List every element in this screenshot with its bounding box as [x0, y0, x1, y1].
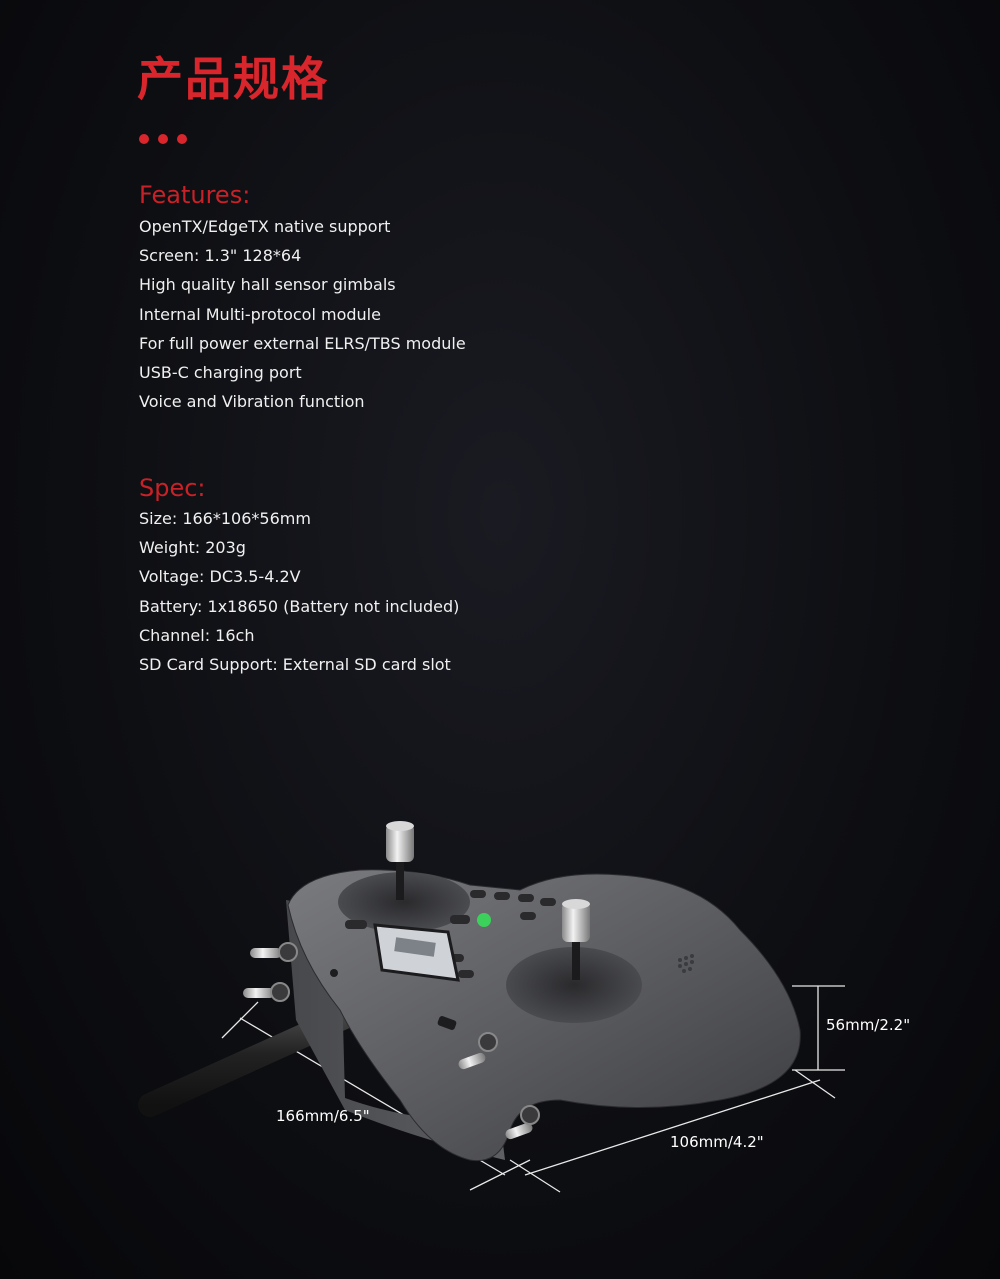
- list-item: Size: 166*106*56mm: [139, 509, 311, 528]
- transmitter-image: 166mm/6.5" 106mm/4.2" 56mm/2.2": [138, 821, 910, 1193]
- list-item: SD Card Support: External SD card slot: [139, 654, 451, 674]
- list-item: Channel: 16ch: [139, 625, 255, 645]
- product-illustration: 166mm/6.5" 106mm/4.2" 56mm/2.2": [0, 780, 1000, 1220]
- dimension-height: [792, 985, 845, 1071]
- list-item: Battery: 1x18650 (Battery not included): [139, 596, 460, 616]
- features-list: OpenTX/EdgeTX native support Screen: 1.3…: [139, 212, 466, 416]
- spec-heading: Spec:: [139, 474, 206, 502]
- list-item: Voltage: DC3.5-4.2V: [139, 567, 301, 587]
- dimension-length-label: 166mm/6.5": [276, 1107, 370, 1125]
- dimension-width-label: 106mm/4.2": [670, 1133, 764, 1151]
- list-item: USB-C charging port: [139, 362, 302, 382]
- list-item: High quality hall sensor gimbals: [139, 275, 396, 295]
- dimension-height-label: 56mm/2.2": [826, 1016, 910, 1034]
- list-item: Voice and Vibration function: [139, 392, 365, 412]
- list-item: Screen: 1.3" 128*64: [139, 246, 302, 266]
- list-item: Weight: 203g: [139, 538, 246, 558]
- power-led-icon: [477, 913, 491, 927]
- dimension-width: [509, 1069, 836, 1193]
- dot-icon: [158, 134, 168, 144]
- spec-list: Size: 166*106*56mm Weight: 203g Voltage:…: [139, 504, 459, 679]
- list-item: OpenTX/EdgeTX native support: [139, 217, 391, 236]
- lcd-screen: [373, 923, 460, 982]
- list-item: For full power external ELRS/TBS module: [139, 333, 466, 353]
- page-title: 产品规格: [137, 52, 329, 106]
- decorative-dots: [139, 134, 187, 144]
- side-switches: [243, 942, 540, 1140]
- speaker-grille: [678, 954, 694, 973]
- list-item: Internal Multi-protocol module: [139, 304, 381, 324]
- dot-icon: [139, 134, 149, 144]
- right-stick: [562, 899, 590, 980]
- left-stick: [386, 821, 414, 900]
- features-heading: Features:: [139, 181, 251, 209]
- dot-icon: [177, 134, 187, 144]
